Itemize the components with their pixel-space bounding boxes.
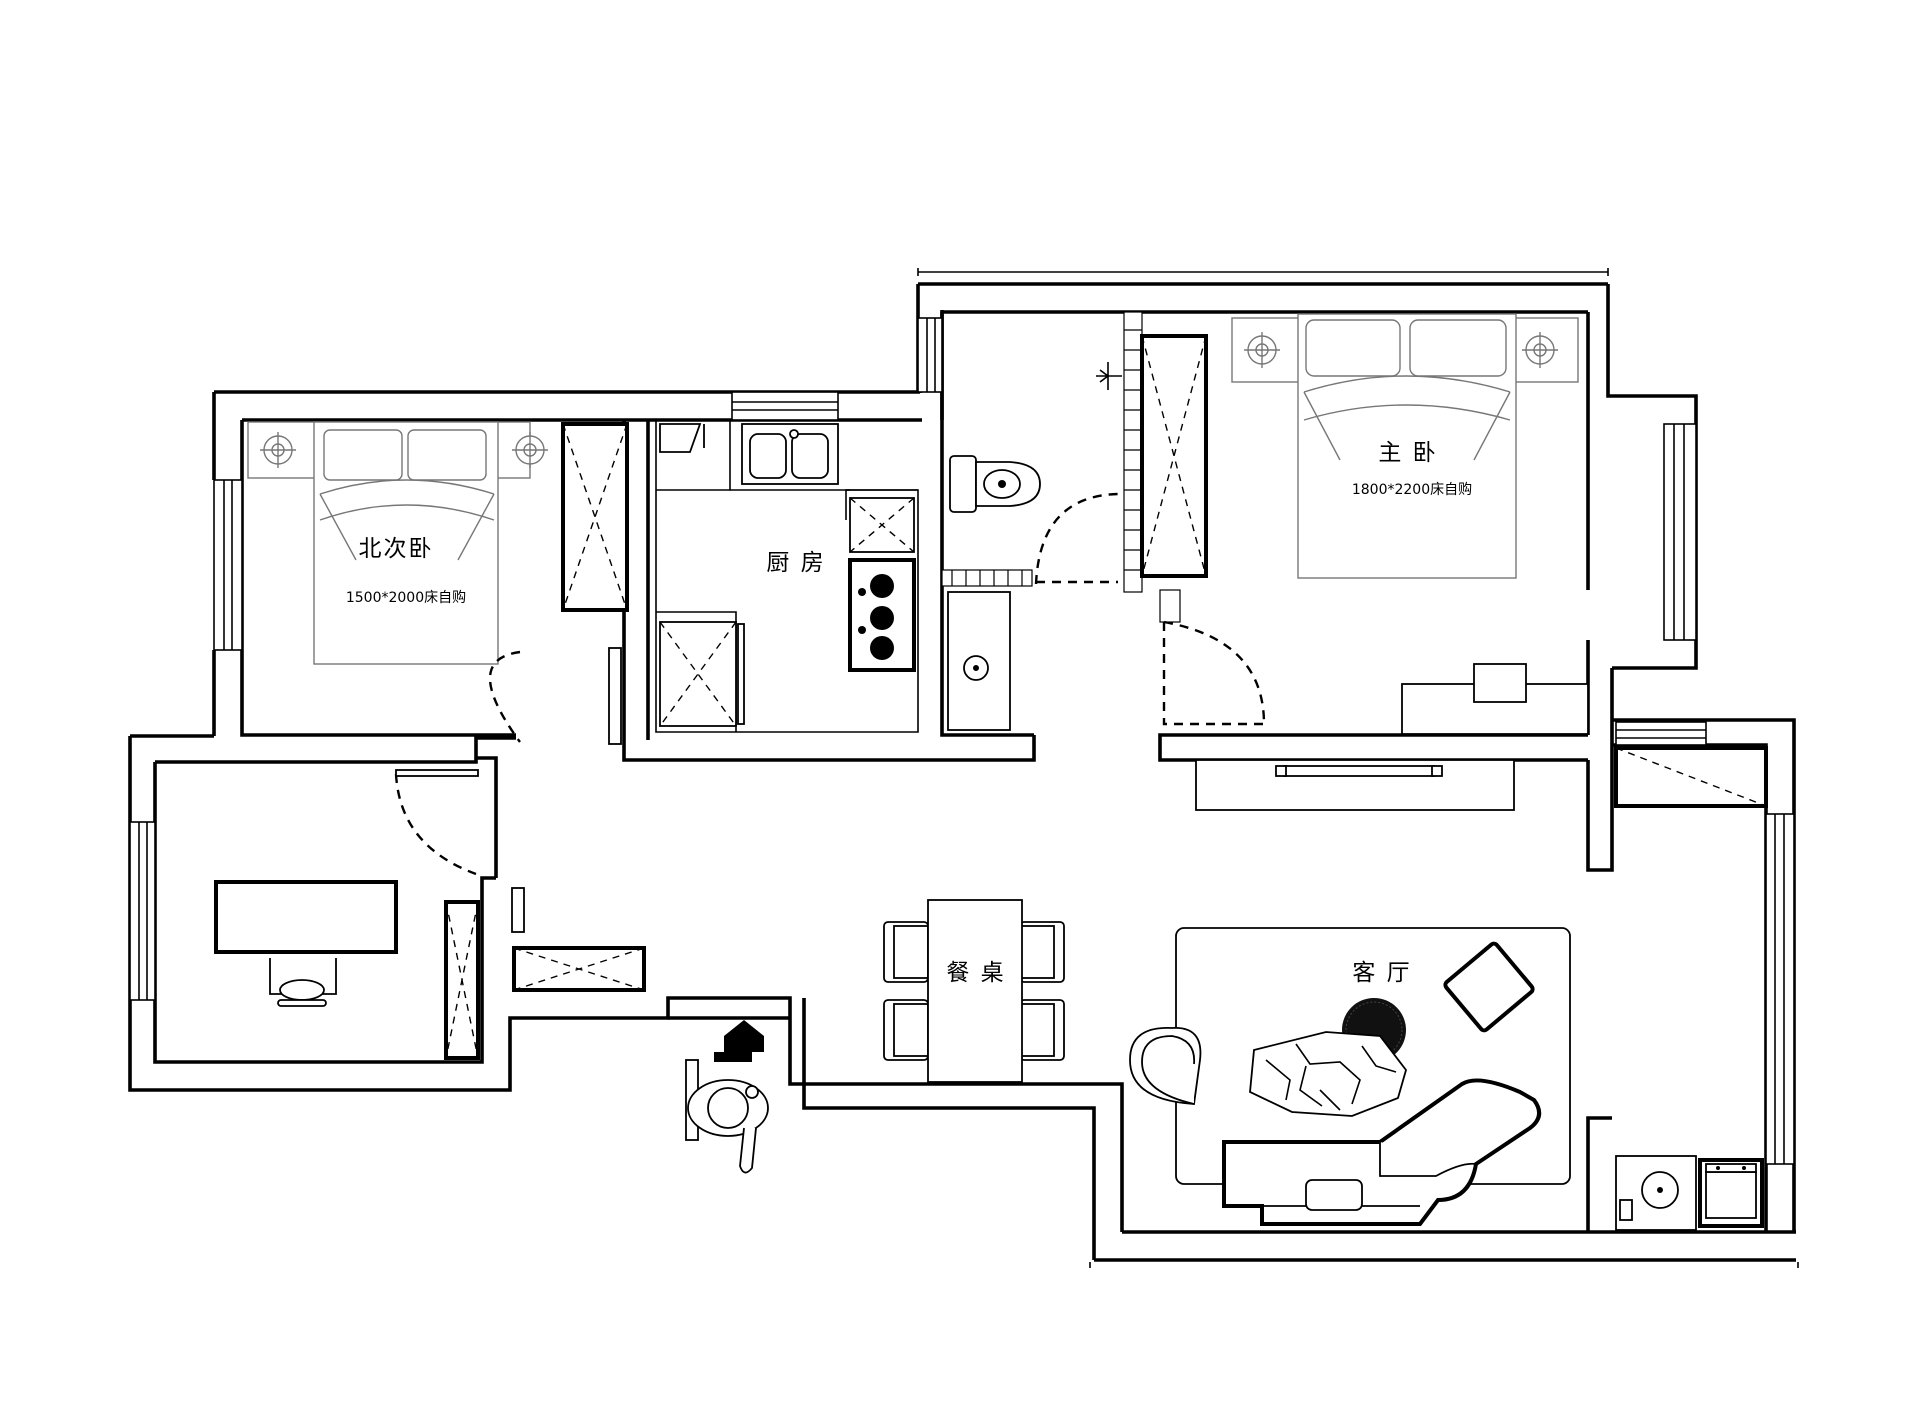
sofa xyxy=(1222,1078,1542,1226)
wardrobe xyxy=(561,422,629,612)
entrance-arrow-icon xyxy=(702,1020,764,1062)
valve-icon xyxy=(1096,362,1122,390)
chair xyxy=(269,958,337,1007)
toilet xyxy=(949,455,1041,513)
room-label-master-bedroom: 主 卧 xyxy=(1378,440,1437,466)
balcony xyxy=(1614,746,1768,1231)
door-swing xyxy=(1162,622,1264,726)
room-label-north-bedroom: 北次卧 xyxy=(359,536,434,562)
dining-area: 餐 桌 xyxy=(883,899,1065,1083)
bed-size-note: 1800*2200床自购 xyxy=(1352,482,1472,498)
master-bedroom: 主 卧 1800*2200床自购 xyxy=(1162,313,1589,811)
room-label-dining: 餐 桌 xyxy=(946,960,1005,986)
bed-size-note: 1500*2000床自购 xyxy=(346,590,466,606)
door-swing xyxy=(394,773,477,876)
bedside-lamp-icon xyxy=(1522,332,1558,368)
brick-wall xyxy=(941,569,1033,587)
bedside-lamp-icon xyxy=(512,432,548,468)
person-icon xyxy=(685,1059,769,1174)
cabinet xyxy=(1614,746,1768,808)
mop-sink xyxy=(1615,1155,1697,1231)
wardrobe xyxy=(444,900,480,1060)
door-swing xyxy=(488,650,521,743)
door-swing xyxy=(1163,620,1266,725)
bedside-lamp-icon xyxy=(260,432,296,468)
desk xyxy=(214,880,398,954)
washbasin xyxy=(947,591,1011,731)
kitchen: 厨 房 xyxy=(655,420,919,733)
armchair xyxy=(1129,1027,1202,1105)
desk xyxy=(1401,663,1589,735)
windows xyxy=(129,317,1795,1165)
tv-cabinet xyxy=(1195,759,1515,811)
shoe-cabinet xyxy=(511,887,525,933)
brick-wall xyxy=(1123,311,1181,623)
bathroom xyxy=(941,311,1181,731)
kitchen-sink xyxy=(741,423,839,485)
entrance xyxy=(685,1020,769,1174)
north-bedroom: 北次卧 1500*2000床自购 xyxy=(247,421,629,745)
washing-machine xyxy=(1698,1158,1764,1228)
cabinet xyxy=(849,497,915,553)
room-label-kitchen: 厨 房 xyxy=(766,550,825,576)
double-bed xyxy=(1297,313,1517,579)
range-hood xyxy=(659,423,705,453)
living-room: 客 厅 xyxy=(1129,927,1571,1226)
dining-table xyxy=(927,899,1023,1083)
gas-stove xyxy=(848,558,916,672)
study xyxy=(214,769,646,1060)
door-leaf xyxy=(395,769,479,777)
room-label-living: 客 厅 xyxy=(1352,960,1411,986)
shoe-cabinet xyxy=(512,946,646,992)
bedside-lamp-icon xyxy=(1244,332,1280,368)
wardrobe xyxy=(1140,334,1208,578)
double-bed xyxy=(313,421,499,665)
coffee-table xyxy=(1249,1031,1407,1117)
ottoman xyxy=(1443,941,1535,1033)
fridge xyxy=(659,621,745,727)
door-leaf xyxy=(608,647,622,745)
door-swing xyxy=(1034,492,1119,585)
